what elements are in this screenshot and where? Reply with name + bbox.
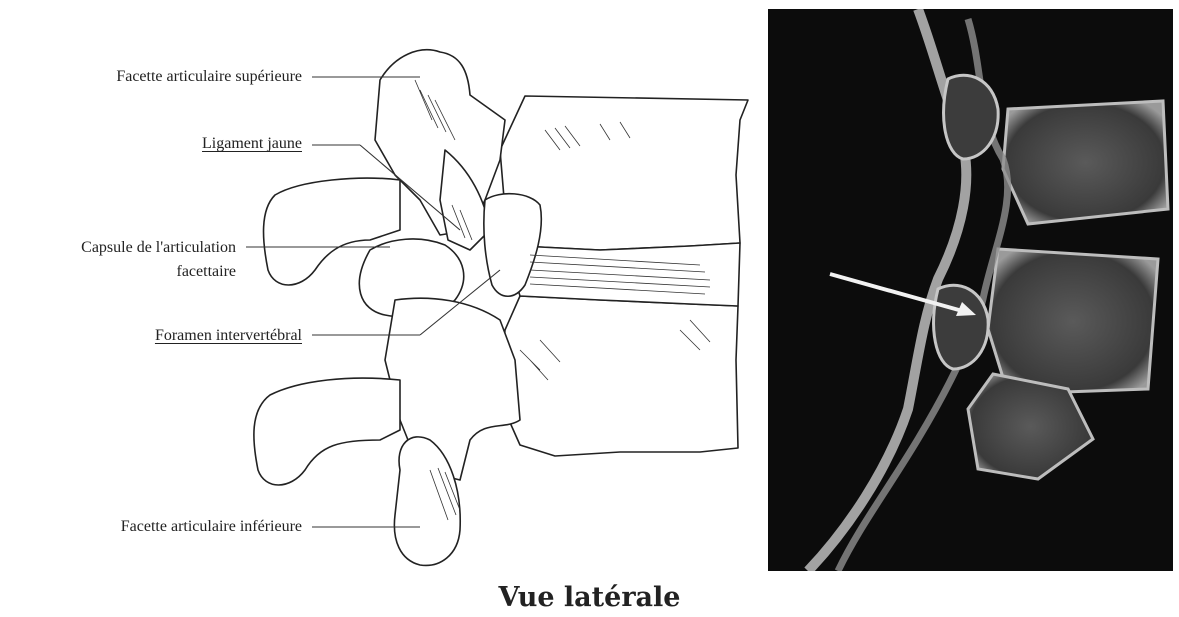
ct-scan-image: [768, 9, 1173, 571]
ct-scan-drawing: [768, 9, 1173, 571]
label-ligamentum-flavum: Ligament jaune: [100, 134, 302, 154]
label-inferior-facet: Facette articulaire inférieure: [20, 517, 302, 537]
label-superior-facet: Facette articulaire supérieure: [20, 67, 302, 87]
label-facet-capsule-line2: facettaire: [0, 262, 236, 282]
intervertebral-disc: [512, 243, 740, 306]
label-facet-capsule-line1: Capsule de l'articulation: [0, 238, 236, 258]
vertebra-illustration: [0, 0, 760, 580]
caption-lateral-view: Vue latérale: [0, 582, 1179, 613]
lower-vertebral-body: [500, 296, 738, 456]
lower-transverse-process: [254, 378, 400, 485]
label-intervertebral-foramen: Foramen intervertébral: [60, 326, 302, 346]
